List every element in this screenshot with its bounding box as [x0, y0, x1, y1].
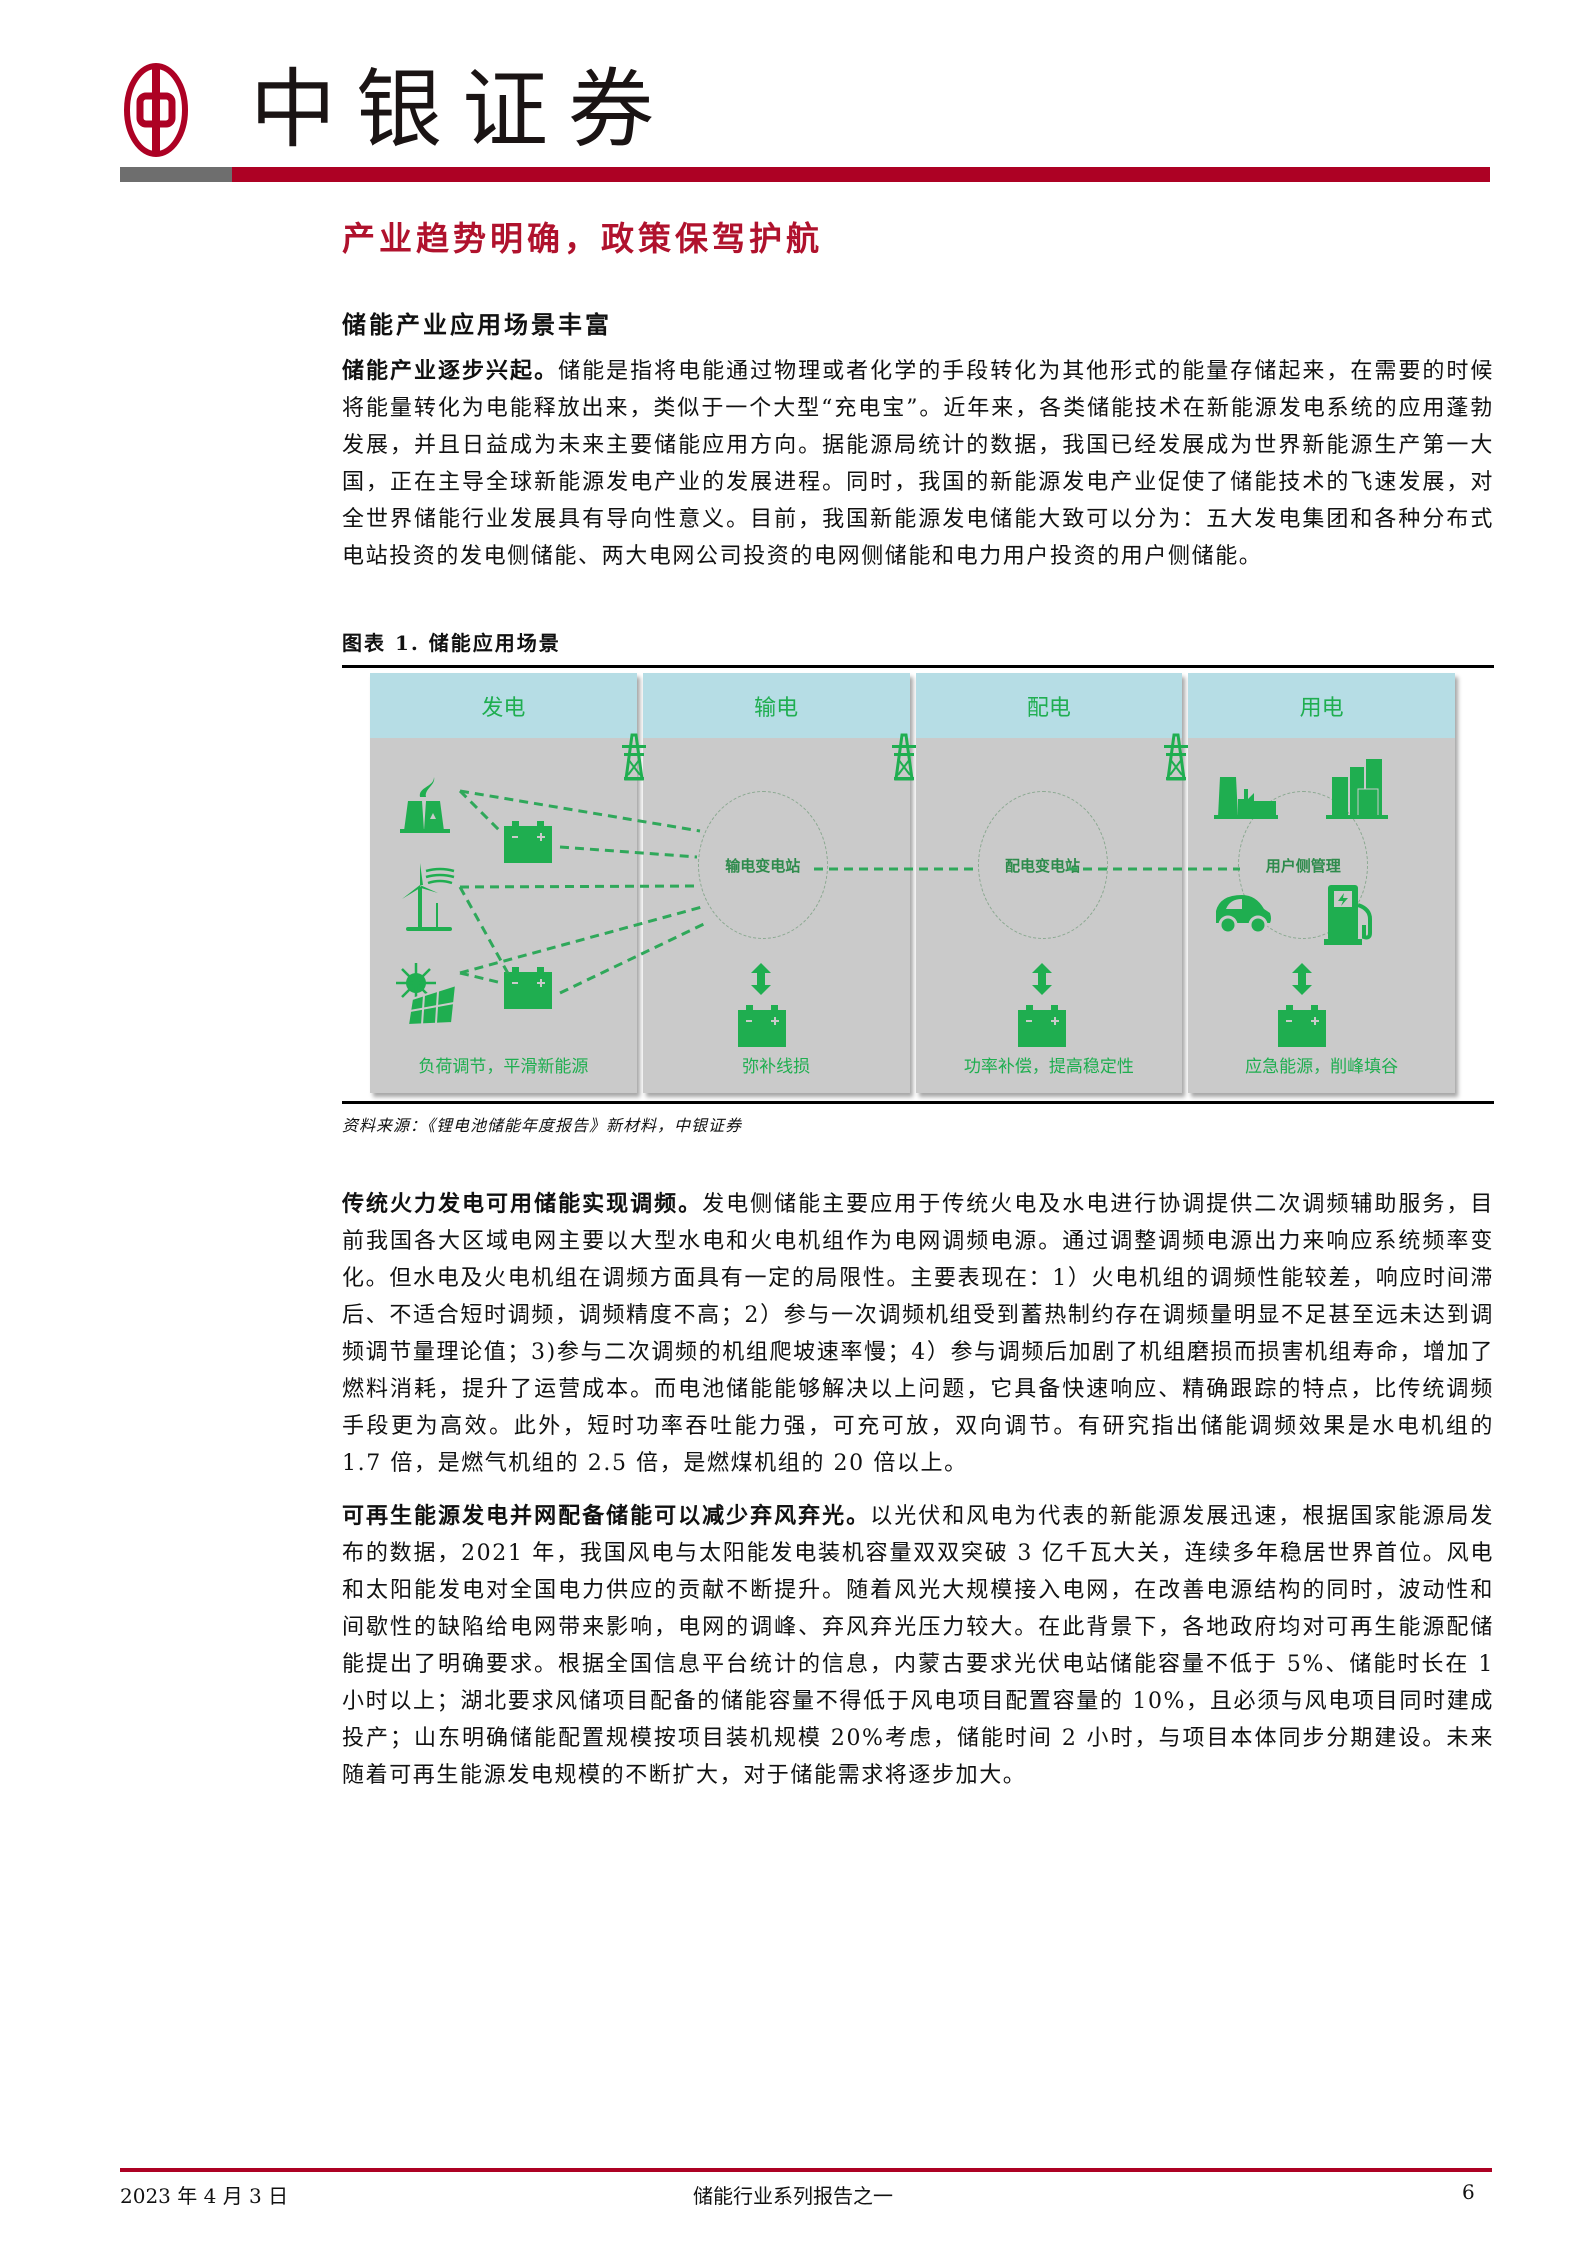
figure-storage-scenarios: 发电: [342, 668, 1494, 1101]
panel-generation-header: 发电: [370, 673, 637, 738]
header-bar: [120, 167, 1490, 182]
paragraph-2: 传统火力发电可用储能实现调频。发电侧储能主要应用于传统火电及水电进行协调提供二次…: [342, 1186, 1494, 1482]
panel-transmission: 输电 输电变电站 弥补线损: [642, 673, 910, 1093]
up-down-arrow-icon: [750, 963, 771, 995]
paragraph-1-text: 储能是指将电能通过物理或者化学的手段转化为其他形式的能量存储起来，在需要的时候将…: [342, 359, 1494, 569]
battery-icon: [1017, 1005, 1066, 1047]
up-down-arrow-icon: [1292, 963, 1313, 995]
hub-transmission-substation: 输电变电站: [697, 791, 828, 939]
factory-icon: [1214, 777, 1279, 819]
up-down-arrow-icon: [1031, 963, 1052, 995]
figure-top-rule: [342, 665, 1494, 668]
brand-name: 中银证券: [250, 60, 674, 160]
section-title: 储能产业应用场景丰富: [342, 310, 612, 339]
footer-rule: [120, 2168, 1492, 2172]
city-buildings-icon: [1326, 759, 1389, 819]
paragraph-2-text: 发电侧储能主要应用于传统火电及水电进行协调提供二次调频辅助服务，目前我国各大区域…: [342, 1192, 1494, 1476]
electric-car-icon: [1216, 895, 1272, 935]
page-number: 6: [1462, 2180, 1475, 2204]
paragraph-3: 可再生能源发电并网配备储能可以减少弃风弃光。以光伏和风电为代表的新能源发展迅速，…: [342, 1498, 1494, 1794]
header-bar-gray: [120, 167, 232, 182]
hub-user-side-management: 用户侧管理: [1238, 791, 1369, 939]
solar-panel-icon: [396, 963, 458, 1027]
panel-distribution: 配电 配电变电站 功率补偿，提高稳定性: [915, 673, 1183, 1093]
chapter-title: 产业趋势明确，政策保驾护航: [342, 219, 823, 258]
panel-distribution-footer: 功率补偿，提高稳定性: [963, 1057, 1134, 1077]
panel-transmission-footer: 弥补线损: [742, 1057, 811, 1077]
footer-date: 2023 年 4 月 3 日: [120, 2184, 289, 2208]
battery-icon: [737, 1005, 786, 1047]
panel-consumption-footer: 应急能源，削峰填谷: [1245, 1057, 1399, 1077]
battery-icon: [504, 967, 552, 1009]
header-bar-red: [232, 167, 1490, 182]
boc-logo-icon: [124, 63, 188, 157]
footer-report-title: 储能行业系列报告之一: [693, 2184, 893, 2208]
paragraph-1: 储能产业逐步兴起。储能是指将电能通过物理或者化学的手段转化为其他形式的能量存储起…: [342, 353, 1494, 575]
charging-station-icon: [1324, 885, 1373, 945]
main-content: 产业趋势明确，政策保驾护航 储能产业应用场景丰富 储能产业逐步兴起。储能是指将电…: [342, 200, 1494, 1794]
power-plant-icon: [400, 777, 450, 833]
battery-icon: [504, 821, 552, 863]
panel-generation-footer: 负荷调节，平滑新能源: [418, 1057, 589, 1077]
panel-distribution-header: 配电: [915, 673, 1183, 738]
panel-transmission-header: 输电: [642, 673, 910, 738]
panel-consumption: 用电 用户侧管理: [1188, 673, 1455, 1093]
hub-distribution-substation: 配电变电站: [977, 791, 1108, 939]
paragraph-3-text: 以光伏和风电为代表的新能源发展迅速，根据国家能源局发布的数据，2021 年，我国…: [342, 1504, 1494, 1788]
paragraph-2-lead: 传统火力发电可用储能实现调频。: [342, 1191, 703, 1217]
figure-title: 图表 1. 储能应用场景: [342, 631, 561, 655]
figure-bottom-rule: [342, 1101, 1494, 1104]
battery-icon: [1278, 1005, 1327, 1047]
figure-source: 资料来源：《锂电池储能年度报告》新材料，中银证券: [342, 1116, 743, 1135]
panel-generation: 发电: [370, 673, 637, 1093]
wind-turbine-icon: [402, 863, 455, 931]
paragraph-3-lead: 可再生能源发电并网配备储能可以减少弃风弃光。: [342, 1503, 871, 1529]
panel-consumption-header: 用电: [1188, 673, 1455, 738]
paragraph-1-lead: 储能产业逐步兴起。: [342, 358, 559, 384]
